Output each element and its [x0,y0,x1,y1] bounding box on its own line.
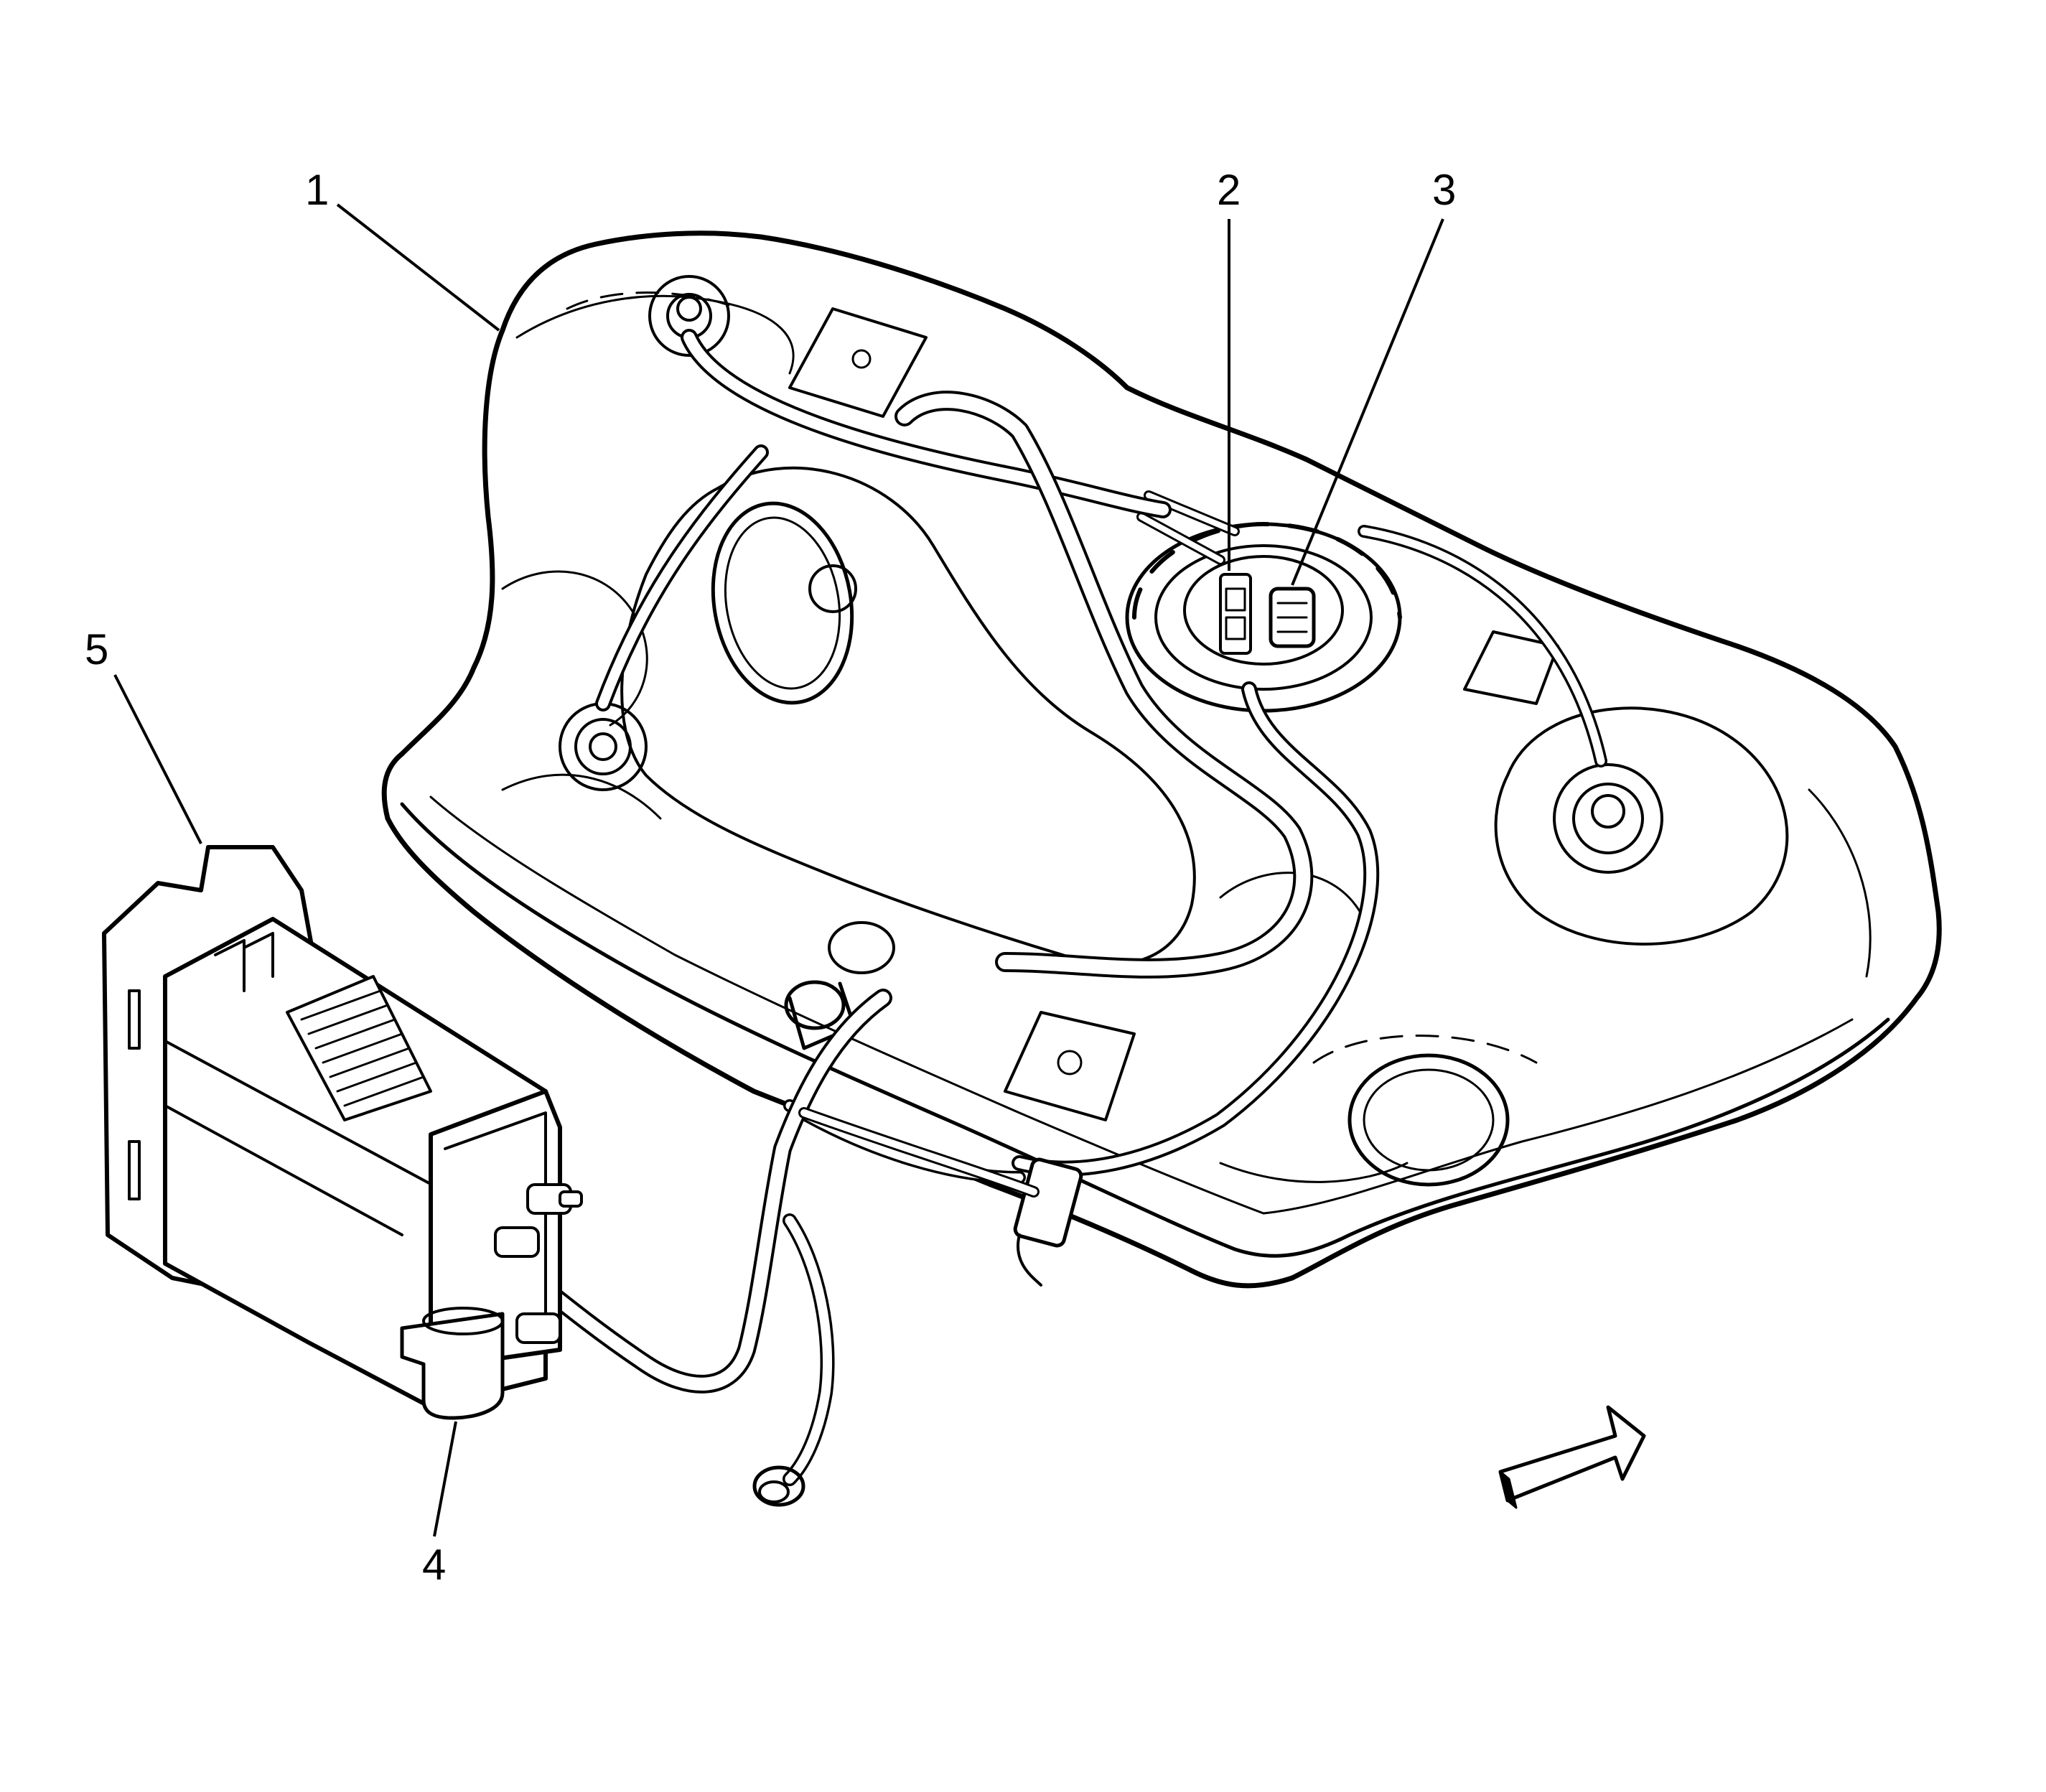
arrow-icon [1498,1405,1646,1509]
fuel-tank-contour [1219,1162,1409,1183]
canister-port [494,1226,540,1258]
fuel-tank-front-pad-hole [1057,1050,1083,1075]
fuel-tank-left-shoulder [515,294,795,375]
fuel-tank-plug [808,564,857,613]
fuel-pump-flange [1154,544,1373,691]
fuel-tank-front-pad [1004,1011,1136,1121]
fuel-pump-connector-3 [1269,587,1316,648]
fuel-tank-contour [566,291,741,310]
fuel-tank-oval-recess [711,501,854,705]
fuel-tank-lower-rim-inner [429,795,1854,1215]
callout-1: 1 [305,166,329,214]
fuel-tank-oval-recess-inner [724,516,841,690]
fuel-tank-right-dome [1494,706,1789,946]
fuel-tank-top-pad [788,307,928,418]
fuel-tank-left-bulge [501,570,648,727]
fuel-tank-contour [1808,788,1872,978]
fuel-pump-cap [1183,555,1344,666]
front-electrical-connector [1013,1157,1083,1248]
evap-line-end-fitting [752,1465,805,1507]
leader-4 [433,1421,457,1537]
canister-port [515,1312,561,1344]
fuel-pump-connector-2 [1219,573,1252,655]
fuel-tank-contour [501,773,662,820]
callout-2: 2 [1217,166,1241,214]
fuel-pump-ring-tabs [1132,522,1402,620]
fuel-tank [381,230,1942,1289]
leader-5 [113,674,202,844]
fuel-tank-lower-recess-inner [1363,1068,1495,1172]
filler-neck-stub [784,980,846,1030]
leader-3 [1291,218,1444,586]
evap-lines [522,989,1040,1507]
callout-4: 4 [422,1541,446,1589]
fuel-lines [595,329,1607,1287]
fuel-tank-mount-right [1553,763,1663,874]
fuel-tank-top-pad-hole [851,349,872,369]
fuel-tank-outline [381,230,1942,1289]
fuel-tank-contour [1312,1035,1538,1064]
callout-leaders [113,203,1444,1537]
fuel-tank-lower-rim [400,802,1890,1258]
fuel-tank-lower-recess [1347,1053,1510,1187]
callout-5: 5 [85,625,108,673]
callout-3: 3 [1432,166,1456,214]
callout-labels: 1 2 3 4 5 [85,166,1456,1589]
canister-filter [400,1312,505,1420]
evap-canister [102,845,583,1420]
leader-1 [336,203,500,332]
